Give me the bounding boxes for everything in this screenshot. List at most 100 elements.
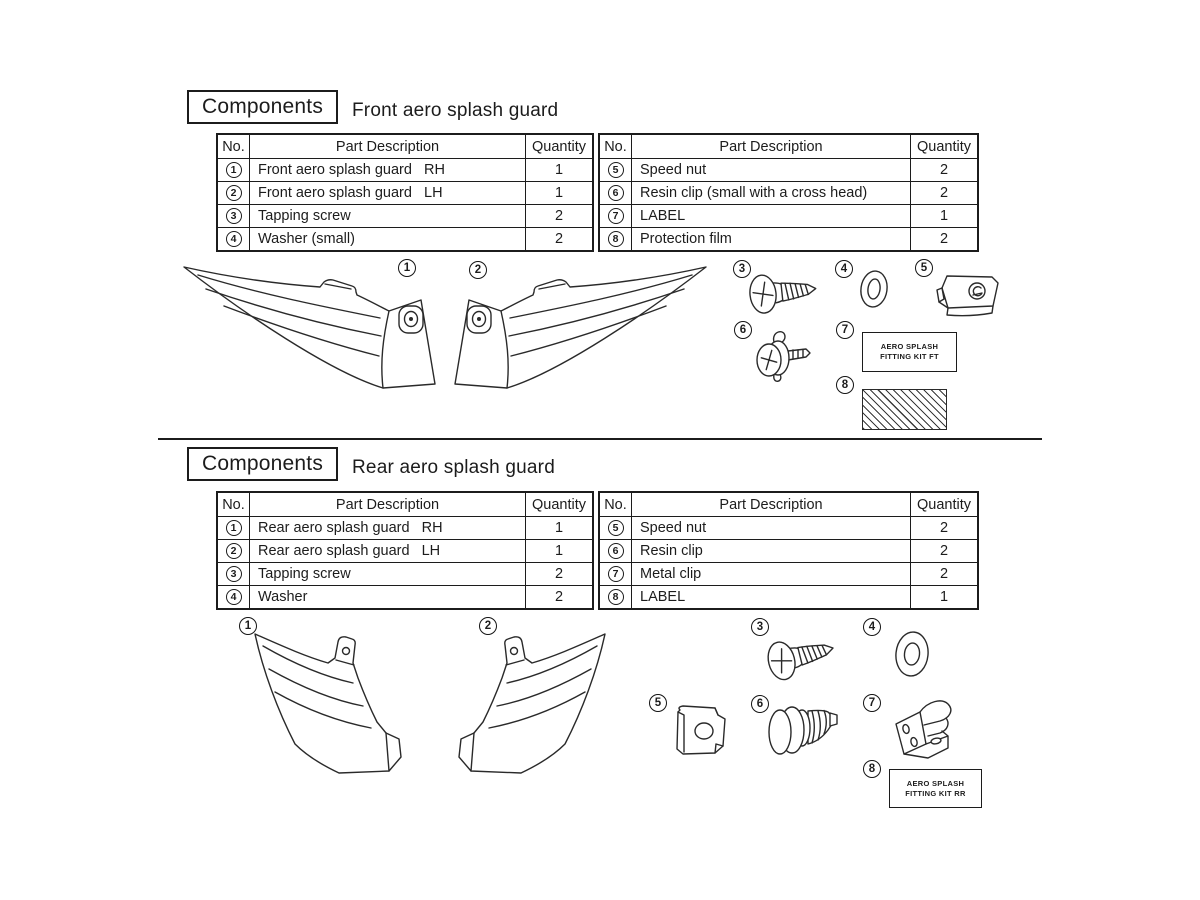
part-row: 2 Front aero splash guard LH 1 bbox=[218, 181, 592, 204]
part-quantity: 2 bbox=[939, 520, 949, 536]
circled-number: 2 bbox=[225, 185, 242, 201]
part-row: 6 Resin clip 2 bbox=[600, 539, 977, 562]
part-description: LABEL bbox=[632, 586, 911, 608]
part-quantity: 1 bbox=[554, 520, 564, 536]
part-row: 4 Washer (small) 2 bbox=[218, 227, 592, 250]
front-kit-label-tag: AERO SPLASH FITTING KIT FT bbox=[862, 332, 957, 372]
rear-callout-4: 4 bbox=[863, 618, 881, 636]
header-qty: Quantity bbox=[917, 496, 971, 513]
part-row: 8 LABEL 1 bbox=[600, 585, 977, 608]
part-row: 6 Resin clip (small with a cross head) 2 bbox=[600, 181, 977, 204]
front-speed-nut-icon bbox=[936, 275, 999, 317]
circled-number: 1 bbox=[225, 162, 242, 178]
part-row: 8 Protection film 2 bbox=[600, 227, 977, 250]
front-callout-5: 5 bbox=[915, 259, 933, 277]
part-row: 4 Washer 2 bbox=[218, 585, 592, 608]
part-quantity: 1 bbox=[939, 208, 949, 224]
rear-callout-2: 2 bbox=[479, 617, 497, 635]
rear-callout-6: 6 bbox=[751, 695, 769, 713]
part-quantity: 1 bbox=[554, 543, 564, 559]
part-row: 3 Tapping screw 2 bbox=[218, 562, 592, 585]
table-header-row: No. Part Description Quantity bbox=[218, 493, 592, 516]
circled-number: 7 bbox=[607, 208, 624, 224]
part-quantity: 1 bbox=[554, 185, 564, 201]
rear-guard-rh-drawing bbox=[254, 633, 402, 774]
part-description: Speed nut bbox=[632, 159, 911, 181]
circled-number: 3 bbox=[225, 566, 242, 582]
front-callout-4: 4 bbox=[835, 260, 853, 278]
front-callout-3: 3 bbox=[733, 260, 751, 278]
part-quantity: 2 bbox=[939, 162, 949, 178]
part-description: Resin clip (small with a cross head) bbox=[632, 182, 911, 204]
front-callout-2: 2 bbox=[469, 261, 487, 279]
part-quantity: 2 bbox=[939, 231, 949, 247]
front-callout-8: 8 bbox=[836, 376, 854, 394]
header-desc: Part Description bbox=[250, 135, 526, 158]
circled-number: 8 bbox=[607, 231, 624, 247]
part-row: 1 Rear aero splash guard RH 1 bbox=[218, 516, 592, 539]
table-header-row: No. Part Description Quantity bbox=[218, 135, 592, 158]
kit-label-line1: AERO SPLASH bbox=[906, 778, 965, 788]
rear-callout-3: 3 bbox=[751, 618, 769, 636]
header-qty: Quantity bbox=[532, 496, 586, 513]
circled-number: 4 bbox=[225, 231, 242, 247]
rear-callout-1: 1 bbox=[239, 617, 257, 635]
part-row: 3 Tapping screw 2 bbox=[218, 204, 592, 227]
part-description: Tapping screw bbox=[250, 205, 526, 227]
circled-number: 8 bbox=[607, 589, 624, 605]
kit-label-line2: FITTING KIT RR bbox=[905, 788, 966, 798]
part-quantity: 2 bbox=[939, 543, 949, 559]
part-row: 7 LABEL 1 bbox=[600, 204, 977, 227]
front-tapping-screw-icon bbox=[749, 274, 817, 314]
part-quantity: 2 bbox=[939, 185, 949, 201]
front-resin-clip-icon bbox=[756, 331, 811, 382]
front-components-badge: Components bbox=[187, 90, 338, 124]
rear-callout-7: 7 bbox=[863, 694, 881, 712]
rear-components-label: Components bbox=[201, 452, 324, 475]
circled-number: 6 bbox=[607, 185, 624, 201]
header-no: No. bbox=[218, 135, 250, 158]
circled-number: 1 bbox=[225, 520, 242, 536]
part-description: Front aero splash guard RH bbox=[250, 159, 526, 181]
circled-number: 3 bbox=[225, 208, 242, 224]
part-row: 7 Metal clip 2 bbox=[600, 562, 977, 585]
front-guard-rh-drawing bbox=[183, 266, 436, 389]
front-parts-table-right: No. Part Description Quantity 5 Speed nu… bbox=[598, 133, 979, 252]
part-quantity: 1 bbox=[939, 589, 949, 605]
section-divider bbox=[158, 438, 1042, 440]
part-row: 1 Front aero splash guard RH 1 bbox=[218, 158, 592, 181]
rear-tapping-screw-icon bbox=[767, 641, 834, 681]
part-row: 5 Speed nut 2 bbox=[600, 516, 977, 539]
rear-section-title: Rear aero splash guard bbox=[352, 457, 555, 478]
rear-resin-clip-icon bbox=[768, 706, 838, 755]
front-guard-lh-drawing bbox=[454, 266, 707, 389]
front-callout-7: 7 bbox=[836, 321, 854, 339]
circled-number: 7 bbox=[607, 566, 624, 582]
part-description: Tapping screw bbox=[250, 563, 526, 585]
circled-number: 2 bbox=[225, 543, 242, 559]
table-header-row: No. Part Description Quantity bbox=[600, 493, 977, 516]
header-desc: Part Description bbox=[632, 493, 911, 516]
table-header-row: No. Part Description Quantity bbox=[600, 135, 977, 158]
part-description: Washer (small) bbox=[250, 228, 526, 250]
header-qty: Quantity bbox=[917, 138, 971, 155]
rear-callout-8: 8 bbox=[863, 760, 881, 778]
part-description: Washer bbox=[250, 586, 526, 608]
rear-guards-drawing bbox=[254, 633, 606, 774]
front-callout-6: 6 bbox=[734, 321, 752, 339]
part-quantity: 2 bbox=[554, 231, 564, 247]
header-desc: Part Description bbox=[250, 493, 526, 516]
rear-washer-icon bbox=[895, 631, 929, 677]
part-quantity: 2 bbox=[554, 566, 564, 582]
rear-parts-table-right: No. Part Description Quantity 5 Speed nu… bbox=[598, 491, 979, 610]
part-description: Speed nut bbox=[632, 517, 911, 539]
rear-kit-label-tag: AERO SPLASH FITTING KIT RR bbox=[889, 769, 982, 808]
circled-number: 6 bbox=[607, 543, 624, 559]
part-description: Resin clip bbox=[632, 540, 911, 562]
protection-film-swatch bbox=[862, 389, 947, 430]
circled-number: 4 bbox=[225, 589, 242, 605]
kit-label-line1: AERO SPLASH bbox=[880, 342, 939, 351]
part-description: Protection film bbox=[632, 228, 911, 250]
part-row: 5 Speed nut 2 bbox=[600, 158, 977, 181]
